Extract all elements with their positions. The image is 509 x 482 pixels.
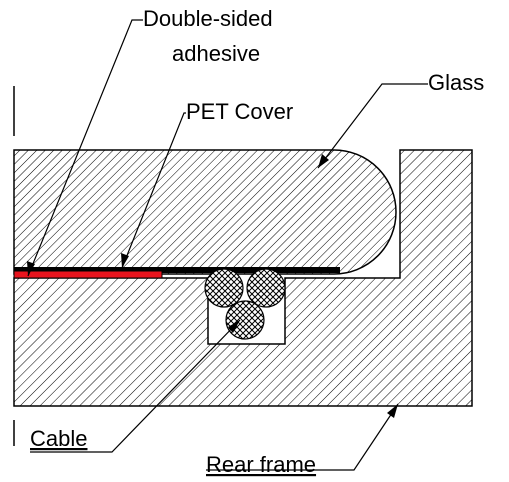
- rear-frame-shape: [13, 149, 473, 407]
- cable-strand: [225, 300, 265, 340]
- leader-glass: [317, 83, 428, 169]
- label-adhesive-line1: Double-sided: [143, 6, 273, 31]
- label-rear-frame: Rear frame: [206, 452, 316, 477]
- glass-shape: [13, 149, 397, 275]
- adhesive-strip: [13, 270, 163, 279]
- leader-pet-cover: [121, 112, 186, 269]
- cable-strand: [204, 268, 244, 308]
- leader-cable: [30, 319, 241, 453]
- label-pet-cover: PET Cover: [186, 99, 293, 124]
- leader-rear-frame: [206, 403, 399, 471]
- cable-bundle: [204, 268, 286, 340]
- label-glass: Glass: [428, 70, 484, 95]
- leader-adhesive: [27, 19, 143, 277]
- label-cable: Cable: [30, 426, 87, 451]
- pet-cover-layer: [14, 267, 340, 273]
- label-adhesive-line2: adhesive: [172, 41, 260, 66]
- cable-strand: [246, 268, 286, 308]
